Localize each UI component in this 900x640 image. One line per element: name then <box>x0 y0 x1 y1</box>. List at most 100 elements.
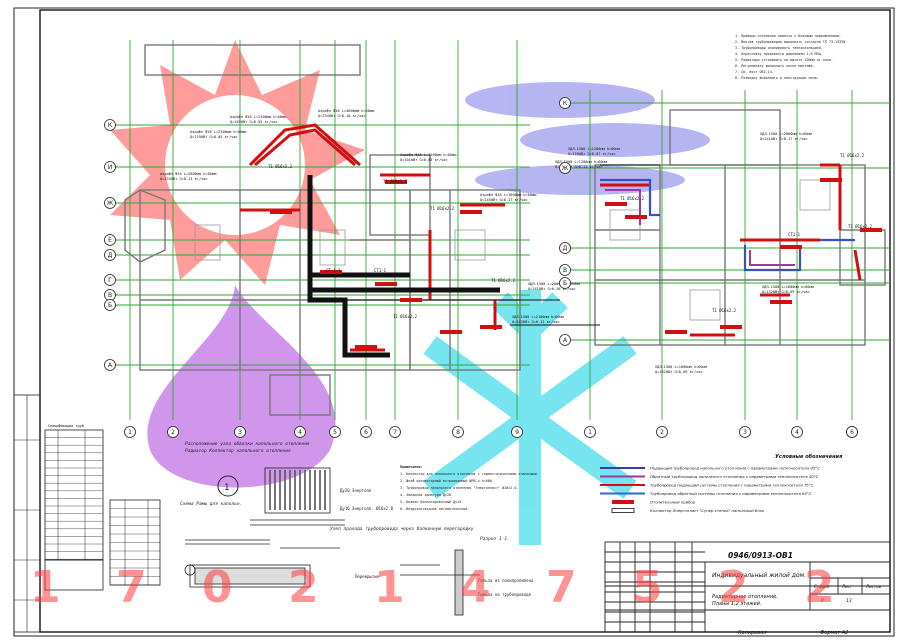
axis-bubble-right: К <box>559 97 571 109</box>
svg-text:1: 1 <box>128 429 132 436</box>
legend-item-label: Трубопровод подающий системы отопления с… <box>650 483 814 488</box>
axis-bubble-bottom: 8 <box>452 426 464 438</box>
svg-text:Т1 Ø16х2.2: Т1 Ø16х2.2 <box>848 224 873 229</box>
svg-text:Радиатор Коллектор напольного: Радиатор Коллектор напольного отопления <box>185 448 291 454</box>
svg-text:А: А <box>563 337 568 344</box>
svg-text:7: 7 <box>393 429 397 436</box>
doc-number: 0946/0913-ОВ1 <box>728 551 793 560</box>
axis-bubble-left: Д <box>104 249 116 261</box>
riser-labels: Т1 Ø16х2.2 Т1 Ø16х2.2 Т1 Ø16х2.2 СТ-1-1 … <box>268 153 873 319</box>
notes-title: Примечания: <box>400 465 422 469</box>
legend-item-label: Подающий трубопровод напольного отоплени… <box>650 466 820 471</box>
svg-text:Q=1330Вт G=0.13 кг/час: Q=1330Вт G=0.13 кг/час <box>160 177 208 181</box>
section-label: Разрез 1-1 <box>480 536 507 542</box>
svg-text:8. Разводку выполнить в констр: 8. Разводку выполнить в конструкции пола… <box>735 76 819 80</box>
svg-text:Ж: Ж <box>107 200 114 207</box>
svg-text:Q=2410Вт G=0.17 кг/час: Q=2410Вт G=0.17 кг/час <box>760 137 808 141</box>
axis-bubble-left: Б <box>104 299 116 311</box>
radiator <box>320 270 342 274</box>
svg-text:А: А <box>108 362 113 369</box>
legend-title: Условные обозначения <box>775 453 843 460</box>
axis-bubble-bottom: 2 <box>167 426 179 438</box>
axis-bubble-left: Е <box>104 234 116 246</box>
legend-item-label: Отопительный прибор <box>650 500 696 505</box>
radiator <box>375 282 397 286</box>
sheet-title-line2: Планы 1,2 этажей. <box>712 601 762 607</box>
detail-notes: Примечания: 1. Коллектор для напольного … <box>180 440 539 597</box>
svg-text:Т1 Ø16х2.2: Т1 Ø16х2.2 <box>620 196 645 201</box>
legend-item: Трубопровод обратный системы отопления с… <box>600 491 812 496</box>
radiator <box>720 325 742 329</box>
inner-frame <box>39 9 891 633</box>
stamp-digit: 2 <box>718 562 749 613</box>
svg-text:СТ1-1: СТ1-1 <box>788 232 801 237</box>
radiator <box>860 228 882 232</box>
boiler-detail <box>184 539 340 588</box>
legend-item: Обратный трубопровод напольного отоплени… <box>600 474 819 479</box>
svg-text:1: 1 <box>224 483 230 493</box>
svg-text:ХДЛ-1500 L=1600мм h=60мм: ХДЛ-1500 L=1600мм h=60мм <box>655 365 708 369</box>
axis-bubble-bottom: 6 <box>360 426 372 438</box>
legend-item-label: Коллектор Энергопласт "Супер-стенка" нап… <box>650 508 765 513</box>
sheet-title-line1: Радиаторное отопление. <box>712 594 778 600</box>
svg-text:Г: Г <box>108 277 112 284</box>
legend-item-label: Обратный трубопровод напольного отоплени… <box>650 474 819 479</box>
svg-text:4. Запорная арматура Ду20.: 4. Запорная арматура Ду20. <box>400 493 453 497</box>
svg-text:3: 3 <box>238 429 242 436</box>
sheet-label: Лист <box>841 584 853 589</box>
left-stamp-strip <box>13 394 41 633</box>
svg-text:И: И <box>108 164 113 171</box>
legend-item-label: Трубопровод обратный системы отопления с… <box>650 491 812 496</box>
svg-text:Д: Д <box>563 245 568 252</box>
svg-text:Гильза из полипропилена: Гильза из полипропилена <box>478 578 534 583</box>
svg-text:5. Радиаторы установить на выс: 5. Радиаторы установить на высоте 100мм … <box>735 58 833 62</box>
axis-bubble-left: А <box>104 359 116 371</box>
axis-bubble-right: Д <box>559 242 571 254</box>
svg-text:Q=2410Вт G=0.10 кг/час: Q=2410Вт G=0.10 кг/час <box>528 287 576 291</box>
svg-text:К: К <box>108 122 113 129</box>
svg-text:Т1 Ø16х2.2: Т1 Ø16х2.2 <box>840 153 865 158</box>
radiator <box>770 300 792 304</box>
svg-text:Ду16 Энергопл. Ø16х2.0: Ду16 Энергопл. Ø16х2.0 <box>340 506 394 511</box>
svg-text:Аэрофл Ф16 L=2300мм h=60мм: Аэрофл Ф16 L=2300мм h=60мм <box>230 115 287 119</box>
svg-text:Q=2450Вт G=0.17 кг/час: Q=2450Вт G=0.17 кг/час <box>480 198 528 202</box>
wall-pass-detail <box>400 549 480 616</box>
svg-text:1. Приборы отопления принять с: 1. Приборы отопления принять с боковым п… <box>735 33 841 38</box>
building-walls-right <box>594 109 886 346</box>
svg-text:2: 2 <box>660 429 664 436</box>
svg-text:Т1 Ø16х2.2: Т1 Ø16х2.2 <box>712 308 737 313</box>
stamp-digit: 5 <box>632 562 663 613</box>
svg-text:6: 6 <box>850 429 854 436</box>
axis-bubble-bottom: 7 <box>389 426 401 438</box>
svg-text:Гильза на трубопроводе: Гильза на трубопроводе <box>478 592 532 597</box>
radiator <box>625 215 647 219</box>
axis-markers: 123456789123456КИЖЕДГВБАКЖДВБА <box>104 97 858 438</box>
stamp-digit: 7 <box>116 562 147 613</box>
axis-bubble-left: Г <box>104 274 116 286</box>
axis-bubble-bottom: 1 <box>124 426 136 438</box>
svg-text:3. Трубопровод напольного отоп: 3. Трубопровод напольного отопления "Эне… <box>400 485 518 490</box>
svg-text:В: В <box>563 267 567 274</box>
svg-text:8: 8 <box>456 429 460 436</box>
axis-bubble-bottom: 1 <box>584 426 596 438</box>
svg-text:6: 6 <box>364 429 368 436</box>
svg-text:6. Регулировку выполнить после: 6. Регулировку выполнить после монтажа. <box>735 64 815 68</box>
svg-text:Q=2340Вт G=0.10 кг/час: Q=2340Вт G=0.10 кг/час <box>318 114 366 118</box>
radiator <box>460 210 482 214</box>
svg-text:ХДЛ-1500 L=1600мм h=60мм: ХДЛ-1500 L=1600мм h=60мм <box>762 285 815 289</box>
supply-pipes-red <box>240 123 862 352</box>
pass-label: Узел прохода трубопровода через балконну… <box>330 525 474 532</box>
svg-text:4: 4 <box>795 429 799 436</box>
svg-text:Аэрофл Ф16 L=2800мм h=60мм: Аэрофл Ф16 L=2800мм h=60мм <box>160 172 217 176</box>
stamp-digit: 1 <box>374 562 405 613</box>
svg-text:9: 9 <box>515 429 519 436</box>
axis-bubble-right: Б <box>559 277 571 289</box>
general-notes-block: 1. Приборы отопления принять с боковым п… <box>735 33 847 80</box>
svg-text:Q=1630Вт G=0.05 кг/час: Q=1630Вт G=0.05 кг/час <box>230 120 278 124</box>
pipe-leaders <box>310 164 660 326</box>
svg-text:1: 1 <box>588 429 592 436</box>
outer-frame <box>13 7 895 637</box>
svg-text:Е: Е <box>108 237 112 244</box>
svg-text:Т1 Ø16х2.2: Т1 Ø16х2.2 <box>383 179 408 184</box>
